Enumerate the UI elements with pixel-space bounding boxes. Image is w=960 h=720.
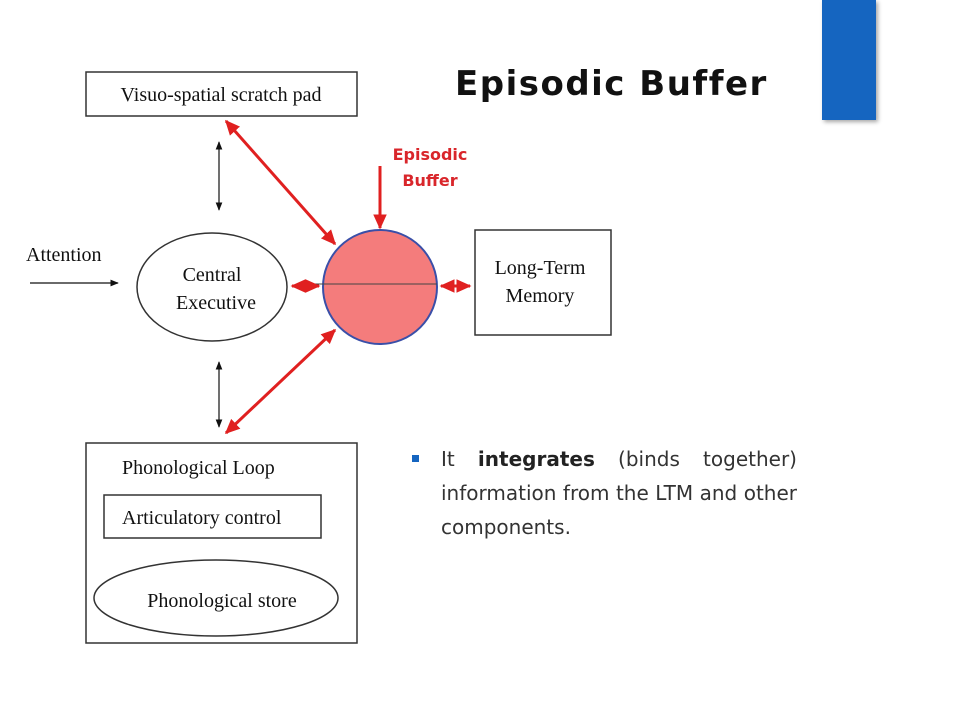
episodic-buffer-label: Episodic Buffer [380,142,480,194]
articulatory-control-label: Articulatory control [122,507,282,529]
episodic-buffer-label-2: Buffer [402,171,458,190]
bullet-text-post: (binds together) information from the LT… [441,447,797,539]
square-bullet-icon [412,455,419,462]
accent-bar [822,0,876,120]
phonological-store-label: Phonological store [147,590,297,612]
red-arrow-to-phonological [224,328,337,435]
central-executive-label-1: Central [183,264,242,286]
phonological-store-ellipse [93,559,339,637]
slide-title: Episodic Buffer [455,64,768,104]
long-term-memory-label-2: Memory [506,285,575,307]
episodic-buffer-circle [322,229,438,345]
red-arrow-to-visuo [224,119,337,246]
central-executive-label-2: Executive [176,292,256,314]
bullet-text-bold: integrates [477,447,595,471]
bullet-list: It integrates (binds together) informati… [410,442,797,544]
bullet-item: It integrates (binds together) informati… [410,442,797,544]
long-term-memory-label-1: Long-Term [495,257,586,279]
articulatory-control-box [103,494,322,539]
bullet-text-pre: It [441,447,478,471]
visuo-spatial-label: Visuo-spatial scratch pad [121,84,322,106]
phonological-loop-label: Phonological Loop [122,457,275,479]
central-executive-ellipse [136,232,288,342]
attention-label: Attention [26,244,102,266]
visuo-spatial-box [85,71,358,117]
long-term-memory-box [474,229,612,336]
episodic-buffer-label-1: Episodic [392,145,468,164]
